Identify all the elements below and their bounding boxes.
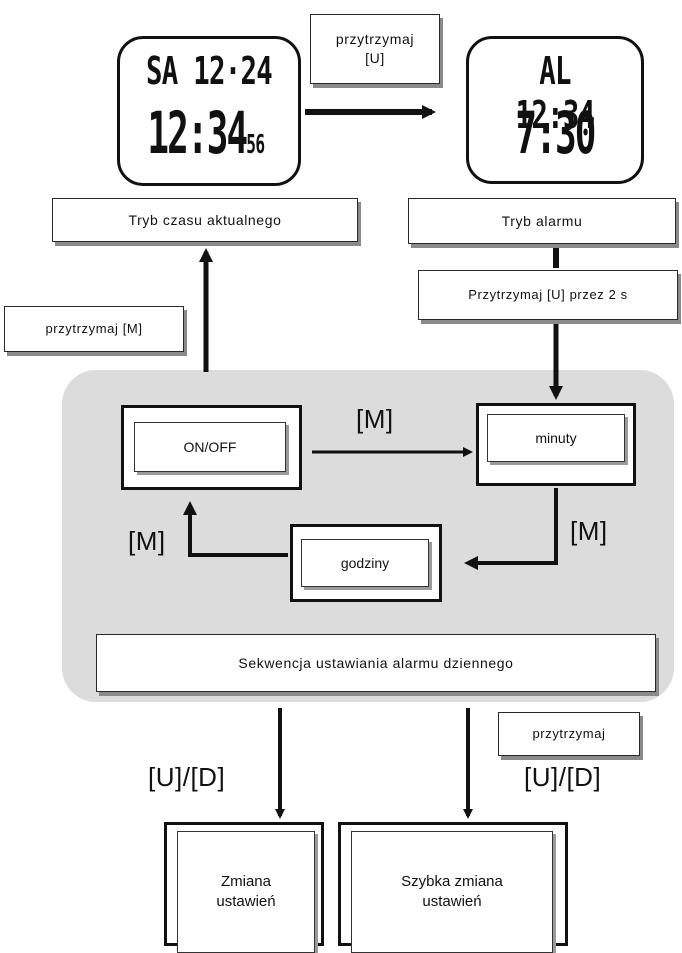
ud-label-left: [U]/[D] [148,762,226,792]
hold-m-label: przytrzymaj [M] [45,321,143,337]
alarm-mode-box: Tryb alarmu [408,198,676,244]
watch-alarm-display: AL 12:34 7:30 [466,36,644,184]
hold-u-2s-box: Przytrzymaj [U] przez 2 s [418,270,678,320]
sequence-title-label: Sekwencja ustawiania alarmu dziennego [238,654,514,671]
arrow-minutes-to-hours [464,488,558,570]
watch-current-time-display: SA 12·24 12:3456 [117,36,301,186]
hold-u-text: przytrzymaj [U] [335,31,415,66]
hold-m-box: przytrzymaj [M] [4,306,184,352]
hours-step-box: godziny [290,524,442,602]
fast-change-settings-label: Szybka zmiana ustawień [401,872,503,910]
onoff-step-label: ON/OFF [183,438,237,455]
change-settings-inner: Zmiana ustawień [177,831,315,953]
current-time-mode-label: Tryb czasu aktualnego [128,211,282,228]
hold-u-label-box: przytrzymaj [U] [310,14,440,84]
change-settings-label: Zmiana ustawień [216,872,276,910]
fast-change-settings-box: Szybka zmiana ustawień [338,822,568,953]
minutes-step-inner: minuty [487,414,625,462]
m-label-left: [M] [128,526,166,556]
alarm-mode-label: Tryb alarmu [501,212,583,229]
hold-u-2s-label: Przytrzymaj [U] przez 2 s [468,287,628,303]
arrow-hours-to-onoff [183,501,288,557]
watch-current-date-line: SA 12·24 [145,49,273,93]
watch-current-seconds: 56 [246,130,265,160]
m-label-right: [M] [570,516,608,546]
minutes-step-box: minuty [476,403,636,486]
current-time-mode-box: Tryb czasu aktualnego [52,198,358,242]
change-settings-box: Zmiana ustawień [164,822,324,953]
onoff-step-box: ON/OFF [121,405,302,490]
sequence-title-box: Sekwencja ustawiania alarmu dziennego [96,634,656,692]
watch-alarm-top-line: AL 12:34 [515,49,595,137]
onoff-step-inner: ON/OFF [134,422,286,472]
minutes-step-label: minuty [535,429,577,446]
hold-small-box: przytrzymaj [498,712,640,756]
m-label-top: [M] [356,404,394,434]
fast-change-settings-inner: Szybka zmiana ustawień [351,831,553,953]
ud-label-right: [U]/[D] [524,762,602,792]
hours-step-label: godziny [340,554,390,571]
hours-step-inner: godziny [301,539,429,587]
watch-alarm-time-line: 7:30 [515,99,596,167]
watch-current-time-line: 12:3456 [147,99,265,167]
hold-small-label: przytrzymaj [532,726,606,742]
watch-current-hhmm: 12:34 [147,99,248,167]
